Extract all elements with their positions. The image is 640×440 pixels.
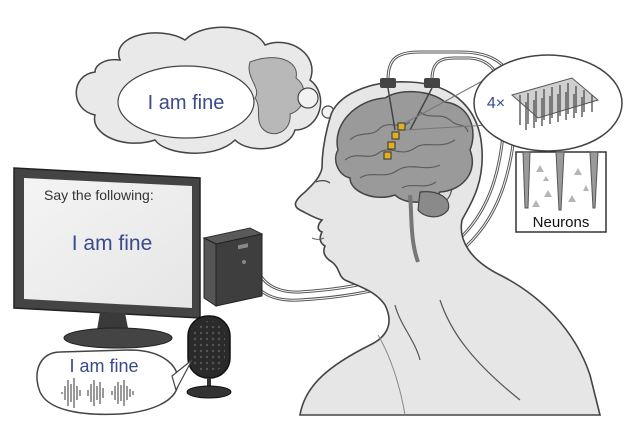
thought-dot-large bbox=[297, 87, 319, 109]
zoom-lines bbox=[404, 77, 489, 131]
thought-inner-bubble bbox=[117, 65, 255, 139]
monitor-prompt: Say the following: bbox=[44, 187, 154, 203]
array-zoom-label: 4× bbox=[487, 95, 505, 112]
electrode-shank-2 bbox=[555, 151, 565, 211]
cables-inner bbox=[249, 51, 517, 301]
speech-bubble: I am fine bbox=[36, 349, 193, 416]
electrode-shank-3 bbox=[589, 151, 599, 209]
thought-cloud bbox=[75, 26, 322, 154]
speech-text: I am fine bbox=[69, 356, 138, 376]
monitor: Say the following: I am fine bbox=[13, 167, 201, 349]
neuron-cells bbox=[532, 165, 589, 207]
monitor-text: I am fine bbox=[72, 232, 153, 255]
monitor-screen bbox=[24, 178, 192, 308]
microelectrode-array-icon bbox=[510, 77, 600, 130]
array-zoom-bubble: 4× bbox=[473, 54, 623, 152]
thought-brain-sketch bbox=[248, 57, 305, 135]
speaker bbox=[186, 315, 232, 399]
electrode-connectors bbox=[380, 78, 440, 131]
neurons-panel: Neurons bbox=[515, 151, 607, 233]
thought-text: I am fine bbox=[148, 92, 225, 114]
audio-waveform bbox=[61, 378, 134, 408]
neurons-label: Neurons bbox=[533, 214, 590, 231]
electrode-arrays bbox=[383, 122, 406, 160]
monitor-stand bbox=[63, 327, 173, 349]
electrode-shank-1 bbox=[522, 151, 531, 209]
computer-tower bbox=[202, 227, 264, 307]
brain bbox=[334, 90, 474, 263]
